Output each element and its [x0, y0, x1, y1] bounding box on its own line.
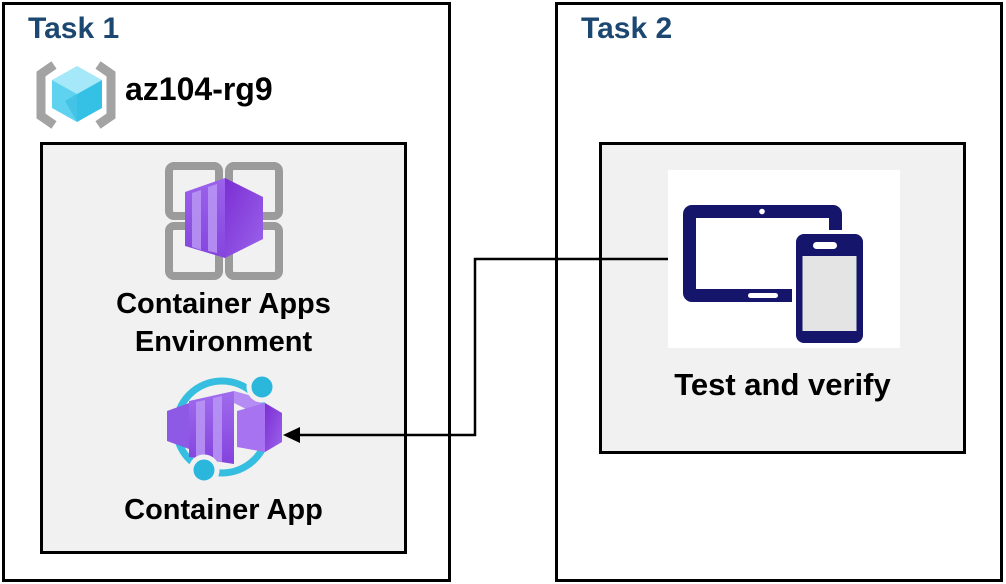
- task1-box: Task 1 az104-rg9: [2, 2, 451, 582]
- task2-title: Task 2: [581, 12, 673, 45]
- container-app-label: Container App: [124, 494, 323, 527]
- container-apps-environment-label: Container Apps Environment: [116, 288, 331, 358]
- devices-image: [668, 170, 900, 348]
- container-apps-environment-box: Container Apps Environment: [40, 142, 407, 554]
- test-and-verify-label: Test and verify: [674, 367, 891, 402]
- container-app-icon: [166, 371, 282, 485]
- task2-box: Task 2 Test and verify: [555, 2, 1003, 582]
- resource-group-name: az104-rg9: [125, 71, 273, 107]
- tablet-phone-icon: [683, 205, 867, 347]
- test-verify-box: Test and verify: [599, 142, 966, 454]
- task1-title: Task 1: [28, 12, 120, 45]
- container-apps-environment-icon: [164, 162, 283, 280]
- resource-group-icon: [36, 61, 116, 129]
